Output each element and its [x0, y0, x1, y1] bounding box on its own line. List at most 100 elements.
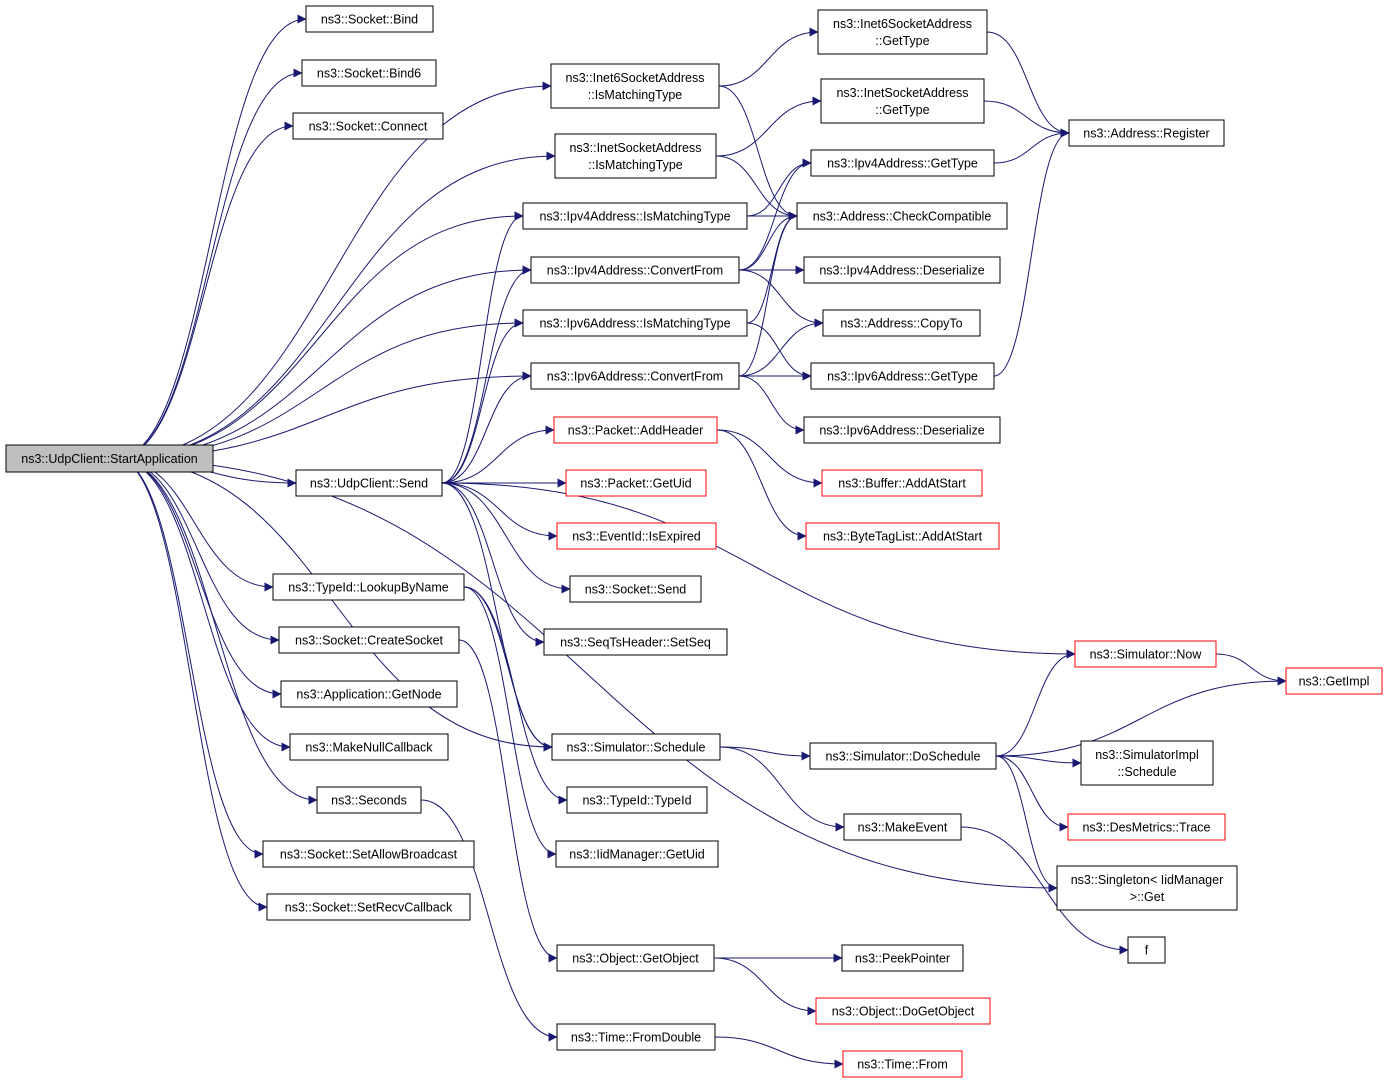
node-label-root-0: ns3::UdpClient::StartApplication	[21, 452, 198, 466]
edge-root-to-ip4match	[115, 211, 524, 459]
node-ip6gettype[interactable]: ns3::Ipv6Address::GetType	[810, 362, 995, 390]
edge-now-to-getimpl	[1215, 653, 1287, 686]
node-label-doschedule-0: ns3::Simulator::DoSchedule	[826, 750, 981, 764]
node-lookup[interactable]: ns3::TypeId::LookupByName	[272, 573, 465, 601]
node-box-ip6deser	[803, 416, 1001, 444]
node-implsched[interactable]: ns3::SimulatorImpl::Schedule	[1080, 740, 1214, 786]
node-getuid[interactable]: ns3::Packet::GetUid	[565, 469, 707, 497]
node-label-schedule-0: ns3::Simulator::Schedule	[567, 741, 706, 755]
node-box-addatstart	[821, 469, 983, 497]
node-label-lookup-0: ns3::TypeId::LookupByName	[288, 581, 449, 595]
node-sockbind[interactable]: ns3::Socket::Bind	[305, 5, 434, 33]
node-checkcompat[interactable]: ns3::Address::CheckCompatible	[796, 202, 1008, 230]
node-sockbind6[interactable]: ns3::Socket::Bind6	[301, 59, 437, 87]
node-label-ip6conv-0: ns3::Ipv6Address::ConvertFrom	[547, 370, 723, 384]
node-ip4deser[interactable]: ns3::Ipv4Address::Deserialize	[803, 256, 1001, 284]
node-label-getobject-0: ns3::Object::GetObject	[572, 952, 699, 966]
node-seconds[interactable]: ns3::Seconds	[316, 786, 422, 814]
node-i6gettype[interactable]: ns3::Inet6SocketAddress::GetType	[817, 9, 988, 55]
node-getnode[interactable]: ns3::Application::GetNode	[280, 680, 458, 708]
node-btladd[interactable]: ns3::ByteTagList::AddAtStart	[805, 522, 1000, 550]
node-register[interactable]: ns3::Address::Register	[1068, 119, 1225, 147]
node-i4match[interactable]: ns3::InetSocketAddress::IsMatchingType	[554, 133, 717, 179]
node-expired[interactable]: ns3::EventId::IsExpired	[556, 522, 717, 550]
node-label-i6match-1: ::IsMatchingType	[588, 88, 683, 102]
node-box-checkcompat	[796, 202, 1008, 230]
node-label-setseq-0: ns3::SeqTsHeader::SetSeq	[560, 636, 711, 650]
node-f[interactable]: f	[1127, 936, 1166, 964]
node-root[interactable]: ns3::UdpClient::StartApplication	[5, 444, 214, 473]
node-udpsend[interactable]: ns3::UdpClient::Send	[295, 469, 443, 497]
node-doschedule[interactable]: ns3::Simulator::DoSchedule	[809, 742, 997, 770]
edge-udpsend-to-socksend	[441, 482, 571, 594]
node-box-nullcb	[289, 733, 449, 761]
node-label-iidget-0: ns3::IidManager::GetUid	[569, 848, 705, 862]
node-now[interactable]: ns3::Simulator::Now	[1074, 640, 1217, 668]
node-dogetobj[interactable]: ns3::Object::DoGetObject	[815, 997, 991, 1025]
node-box-ip4gettype	[810, 149, 995, 177]
node-label-expired-0: ns3::EventId::IsExpired	[572, 530, 701, 544]
node-typeid[interactable]: ns3::TypeId::TypeId	[566, 786, 708, 814]
node-box-typeid	[566, 786, 708, 814]
node-box-implsched	[1080, 740, 1214, 786]
node-label-i6gettype-1: ::GetType	[875, 34, 929, 48]
node-createsock[interactable]: ns3::Socket::CreateSocket	[278, 626, 460, 654]
node-nullcb[interactable]: ns3::MakeNullCallback	[289, 733, 449, 761]
node-box-schedule	[551, 733, 721, 761]
edge-root-to-getnode	[115, 458, 282, 699]
edge-udpsend-to-ip6conv	[441, 371, 532, 484]
node-addheader[interactable]: ns3::Packet::AddHeader	[553, 416, 718, 444]
node-peek[interactable]: ns3::PeekPointer	[841, 944, 964, 972]
edge-udpsend-to-setseq	[441, 482, 545, 647]
node-copyto[interactable]: ns3::Address::CopyTo	[822, 309, 981, 337]
node-label-ip4gettype-0: ns3::Ipv4Address::GetType	[827, 157, 978, 171]
node-label-now-0: ns3::Simulator::Now	[1090, 648, 1203, 662]
node-box-i6gettype	[817, 9, 988, 55]
node-ip6match[interactable]: ns3::Ipv6Address::IsMatchingType	[522, 309, 748, 337]
edge-ip6conv-to-checkcompat	[738, 211, 798, 377]
edge-ip4conv-to-copyto	[738, 269, 824, 328]
node-label-createsock-0: ns3::Socket::CreateSocket	[295, 634, 444, 648]
node-box-ip6conv	[530, 362, 740, 390]
edge-doschedule-to-singleton	[995, 755, 1058, 893]
edge-fromdouble-to-timefrom	[714, 1036, 844, 1069]
node-box-dogetobj	[815, 997, 991, 1025]
edge-ip4conv-to-checkcompat	[738, 211, 798, 271]
node-iidget[interactable]: ns3::IidManager::GetUid	[555, 840, 719, 868]
node-box-f	[1127, 936, 1166, 964]
node-sockconnect[interactable]: ns3::Socket::Connect	[292, 112, 444, 140]
node-getimpl[interactable]: ns3::GetImpl	[1285, 667, 1383, 695]
edge-addheader-to-addatstart	[716, 429, 823, 488]
node-ip4gettype[interactable]: ns3::Ipv4Address::GetType	[810, 149, 995, 177]
node-trace[interactable]: ns3::DesMetrics::Trace	[1067, 813, 1226, 841]
node-i4gettype[interactable]: ns3::InetSocketAddress::GetType	[820, 78, 985, 124]
edge-root-to-nullcb	[115, 458, 291, 752]
node-schedule[interactable]: ns3::Simulator::Schedule	[551, 733, 721, 761]
node-label-i4gettype-1: ::GetType	[875, 103, 929, 117]
node-ip4conv[interactable]: ns3::Ipv4Address::ConvertFrom	[530, 256, 740, 284]
node-timefrom[interactable]: ns3::Time::From	[842, 1050, 963, 1078]
node-addatstart[interactable]: ns3::Buffer::AddAtStart	[821, 469, 983, 497]
edge-ip4match-to-ip4gettype	[746, 158, 812, 217]
node-makeevent[interactable]: ns3::MakeEvent	[843, 813, 962, 841]
node-i6match[interactable]: ns3::Inet6SocketAddress::IsMatchingType	[550, 63, 720, 109]
edge-root-to-ip6match	[115, 318, 524, 459]
node-socksend[interactable]: ns3::Socket::Send	[569, 575, 702, 603]
node-label-getnode-0: ns3::Application::GetNode	[296, 688, 441, 702]
node-recvcb[interactable]: ns3::Socket::SetRecvCallback	[266, 893, 471, 921]
node-label-i6match-0: ns3::Inet6SocketAddress	[566, 71, 705, 85]
node-getobject[interactable]: ns3::Object::GetObject	[556, 944, 715, 972]
node-label-ip6match-0: ns3::Ipv6Address::IsMatchingType	[539, 317, 730, 331]
node-setseq[interactable]: ns3::SeqTsHeader::SetSeq	[543, 628, 728, 656]
edge-root-to-lookup	[115, 458, 274, 592]
node-ip6conv[interactable]: ns3::Ipv6Address::ConvertFrom	[530, 362, 740, 390]
node-label-trace-0: ns3::DesMetrics::Trace	[1082, 821, 1210, 835]
node-label-recvcb-0: ns3::Socket::SetRecvCallback	[285, 901, 453, 915]
node-allowbc[interactable]: ns3::Socket::SetAllowBroadcast	[262, 840, 475, 868]
node-singleton[interactable]: ns3::Singleton< IidManager >::Get	[1056, 865, 1238, 911]
node-fromdouble[interactable]: ns3::Time::FromDouble	[556, 1023, 716, 1051]
node-ip6deser[interactable]: ns3::Ipv6Address::Deserialize	[803, 416, 1001, 444]
node-label-i4match-1: ::IsMatchingType	[588, 158, 683, 172]
node-ip4match[interactable]: ns3::Ipv4Address::IsMatchingType	[522, 202, 748, 230]
node-box-lookup	[272, 573, 465, 601]
